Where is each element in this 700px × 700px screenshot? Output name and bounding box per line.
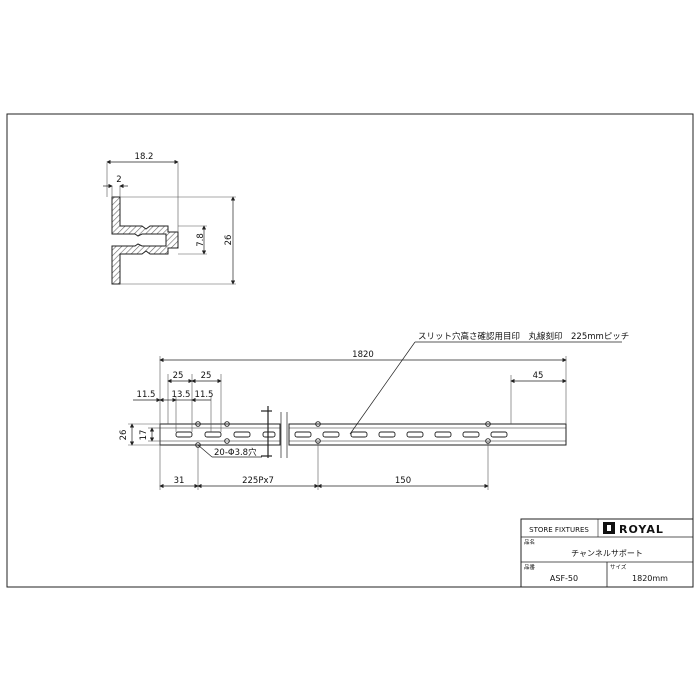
slit-note-leader bbox=[349, 341, 416, 435]
slot bbox=[350, 431, 368, 438]
size-value: 1820mm bbox=[632, 574, 668, 583]
size-label: サイズ bbox=[610, 563, 627, 571]
part-value: ASF-50 bbox=[550, 574, 578, 583]
dim-height-26-front: 26 bbox=[119, 430, 129, 441]
hole bbox=[485, 421, 491, 427]
part-label: 品番 bbox=[524, 564, 536, 571]
slot bbox=[233, 431, 251, 438]
dim-total-length: 1820 bbox=[352, 350, 374, 360]
slot bbox=[462, 431, 480, 438]
dim-left-13-5: 13.5 bbox=[172, 390, 191, 400]
dim-bottom-pitch: 225Px7 bbox=[242, 476, 274, 486]
dim-width-18-2: 18.2 bbox=[135, 152, 154, 162]
hole bbox=[224, 421, 230, 427]
slit-note: スリット穴高さ確認用目印 丸線刻印 225mmピッチ bbox=[418, 331, 629, 342]
slot bbox=[204, 431, 222, 438]
channel-outline-left bbox=[159, 423, 281, 446]
title-block: STORE FIXTURES ROYAL 品名 チャンネルサポート 品番 ASF… bbox=[520, 518, 694, 588]
channel-front-view: 1820 25 25 45 11.5 13.5 11.5 26 17 31 22… bbox=[119, 331, 629, 490]
slot-row bbox=[175, 431, 508, 438]
hole-note: 20-Φ3.8穴 bbox=[214, 447, 257, 458]
slot bbox=[175, 431, 193, 438]
channel-profile-view: 18.2 2 7.8 26 bbox=[103, 152, 236, 285]
mounting-holes bbox=[195, 421, 491, 448]
slot bbox=[490, 431, 508, 438]
dim-left-11-5-b: 11.5 bbox=[195, 390, 214, 400]
dim-pitch-25-a: 25 bbox=[173, 371, 184, 381]
drawing-frame bbox=[6, 113, 694, 588]
dim-height-17: 17 bbox=[139, 430, 149, 441]
hole bbox=[195, 421, 201, 427]
name-label: 品名 bbox=[524, 538, 535, 546]
dim-left-11-5: 11.5 bbox=[137, 390, 156, 400]
name-value: チャンネルサポート bbox=[571, 549, 643, 558]
dim-slot-7-8: 7.8 bbox=[196, 233, 206, 247]
slot bbox=[294, 431, 312, 438]
slot bbox=[406, 431, 424, 438]
store-fixtures-label: STORE FIXTURES bbox=[529, 526, 589, 534]
slot bbox=[434, 431, 452, 438]
channel-outline-right bbox=[288, 423, 567, 446]
slot bbox=[262, 431, 276, 438]
hole bbox=[224, 438, 230, 444]
brand-name: ROYAL bbox=[619, 523, 664, 536]
dim-height-26: 26 bbox=[224, 235, 234, 246]
dim-thickness-2: 2 bbox=[116, 175, 121, 185]
dim-bottom-150: 150 bbox=[395, 476, 411, 486]
dim-right-45: 45 bbox=[533, 371, 544, 381]
dim-pitch-25-b: 25 bbox=[201, 371, 212, 381]
royal-logo: ROYAL bbox=[603, 522, 664, 536]
channel-cross-section bbox=[111, 196, 179, 285]
dim-bottom-31: 31 bbox=[174, 476, 185, 486]
slot bbox=[378, 431, 396, 438]
hole-note-leader bbox=[197, 444, 213, 458]
hole bbox=[315, 421, 321, 427]
slot bbox=[322, 431, 340, 438]
